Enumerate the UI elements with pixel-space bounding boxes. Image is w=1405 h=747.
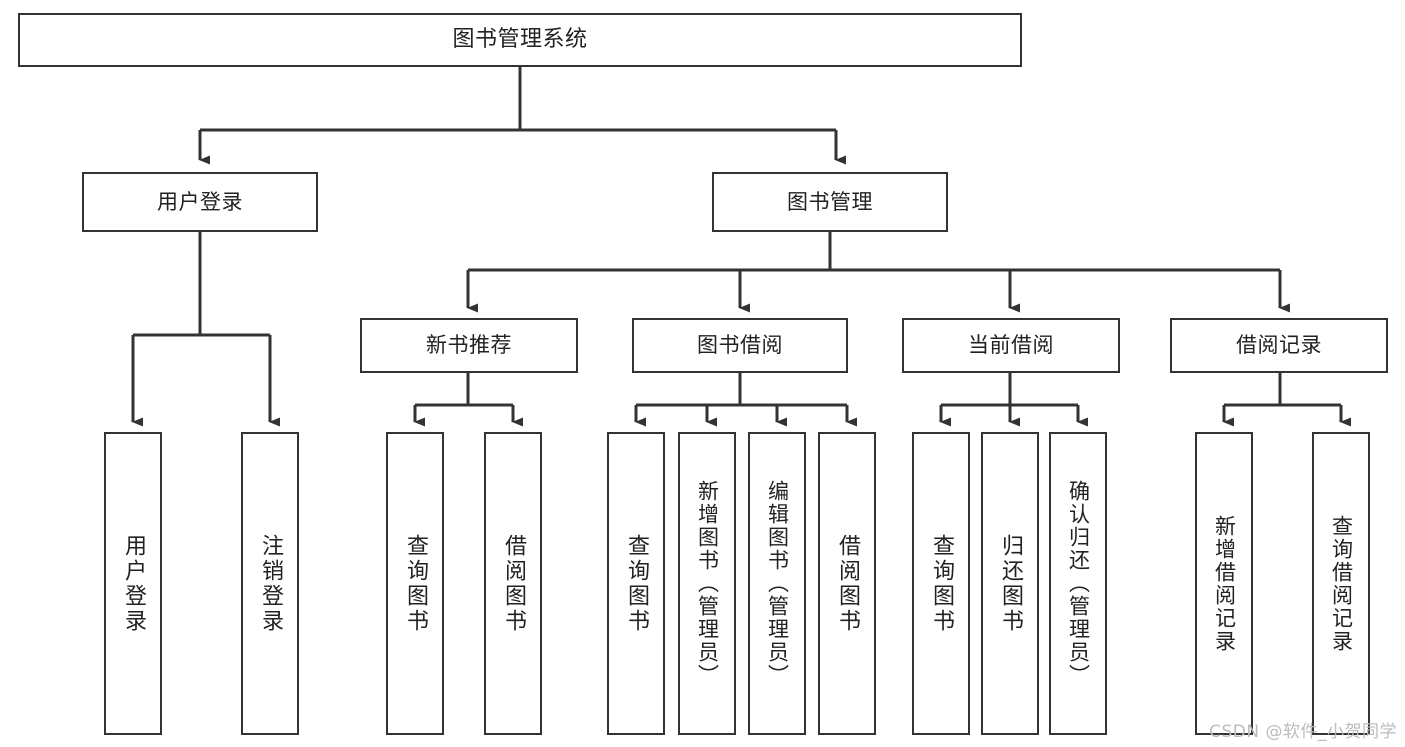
node-label: 图书管理系统 bbox=[452, 27, 588, 53]
node-label: 编辑图书（管理员） bbox=[765, 480, 790, 687]
node-label: 借阅图书 bbox=[835, 533, 860, 634]
node-label: 归还图书 bbox=[998, 533, 1023, 634]
leaf-edit-book-admin[interactable]: 编辑图书（管理员） bbox=[748, 432, 806, 735]
leaf-query-book-current[interactable]: 查询图书 bbox=[912, 432, 970, 735]
node-new-book-recommend[interactable]: 新书推荐 bbox=[360, 318, 578, 373]
leaf-borrow-book-recommend[interactable]: 借阅图书 bbox=[484, 432, 542, 735]
node-label: 当前借阅 bbox=[968, 333, 1054, 358]
node-label: 查询图书 bbox=[403, 533, 428, 634]
leaf-add-book-admin[interactable]: 新增图书（管理员） bbox=[678, 432, 736, 735]
node-user-login[interactable]: 用户登录 bbox=[82, 172, 318, 232]
leaf-borrow-book[interactable]: 借阅图书 bbox=[818, 432, 876, 735]
node-label: 确认归还（管理员） bbox=[1066, 480, 1091, 687]
leaf-query-book-recommend[interactable]: 查询图书 bbox=[386, 432, 444, 735]
leaf-return-book[interactable]: 归还图书 bbox=[981, 432, 1039, 735]
leaf-logout[interactable]: 注销登录 bbox=[241, 432, 299, 735]
node-label: 图书借阅 bbox=[697, 333, 783, 358]
node-label: 借阅记录 bbox=[1236, 333, 1322, 358]
node-book-management[interactable]: 图书管理 bbox=[712, 172, 948, 232]
node-label: 查询图书 bbox=[929, 533, 954, 634]
node-root-system[interactable]: 图书管理系统 bbox=[18, 13, 1022, 67]
node-label: 查询图书 bbox=[624, 533, 649, 634]
csdn-watermark: CSDN @软件_小贺同学 bbox=[1209, 722, 1397, 742]
leaf-confirm-return-admin[interactable]: 确认归还（管理员） bbox=[1049, 432, 1107, 735]
leaf-query-borrow-record[interactable]: 查询借阅记录 bbox=[1312, 432, 1370, 735]
leaf-query-book-borrow[interactable]: 查询图书 bbox=[607, 432, 665, 735]
node-label: 新增借阅记录 bbox=[1212, 514, 1237, 653]
leaf-add-borrow-record[interactable]: 新增借阅记录 bbox=[1195, 432, 1253, 735]
node-label: 新增图书（管理员） bbox=[695, 480, 720, 687]
node-label: 查询借阅记录 bbox=[1329, 514, 1354, 653]
node-label: 图书管理 bbox=[787, 189, 873, 214]
node-current-borrow[interactable]: 当前借阅 bbox=[902, 318, 1120, 373]
node-label: 新书推荐 bbox=[426, 333, 512, 358]
node-label: 借阅图书 bbox=[501, 533, 526, 634]
leaf-user-login[interactable]: 用户登录 bbox=[104, 432, 162, 735]
node-book-borrow[interactable]: 图书借阅 bbox=[632, 318, 848, 373]
node-label: 注销登录 bbox=[258, 533, 283, 634]
node-label: 用户登录 bbox=[121, 533, 146, 634]
node-label: 用户登录 bbox=[157, 189, 243, 214]
node-borrow-record[interactable]: 借阅记录 bbox=[1170, 318, 1388, 373]
